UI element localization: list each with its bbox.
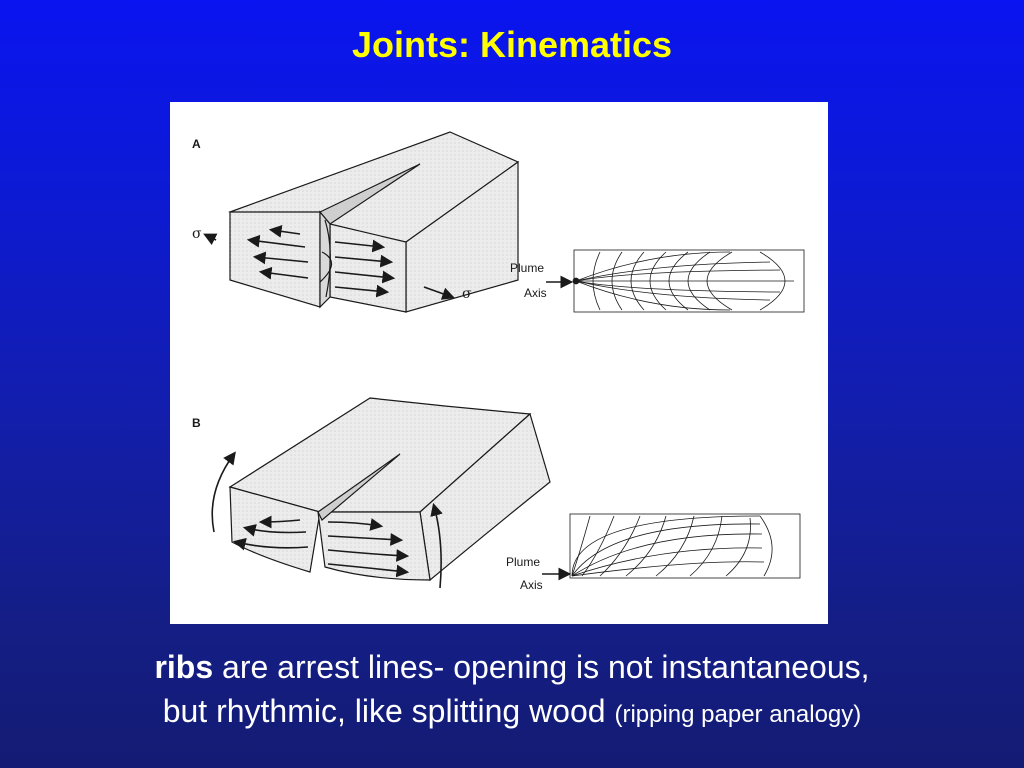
slide-caption: ribs are arrest lines- opening is not in…: [0, 645, 1024, 737]
plume-pattern-a: [572, 249, 805, 313]
caption-line-2-text: but rhythmic, like splitting wood: [162, 693, 615, 729]
panel-b-block: [228, 397, 551, 582]
axis-label-b: Axis: [520, 578, 543, 592]
figure-svg: A σ: [192, 131, 805, 592]
plume-label-b: Plume: [506, 555, 540, 569]
panel-a-arrows: [203, 225, 456, 300]
joint-kinematics-figure: A σ: [170, 102, 828, 624]
caption-line-1-text: are arrest lines- opening is not instant…: [213, 649, 870, 685]
sigma-right-label: σ: [462, 286, 472, 302]
plume-label-a: Plume: [510, 261, 544, 275]
panel-b-label: B: [192, 416, 201, 430]
plume-pattern-b: [569, 513, 801, 579]
panel-a-block: [228, 131, 520, 313]
caption-line-2: but rhythmic, like splitting wood (rippi…: [0, 689, 1024, 737]
axis-label-a: Axis: [524, 286, 547, 300]
caption-bold-term: ribs: [154, 649, 214, 685]
caption-parenthetical: (ripping paper analogy): [614, 701, 862, 728]
panel-b-arrows: [211, 451, 443, 589]
caption-line-1: ribs are arrest lines- opening is not in…: [0, 645, 1024, 689]
sigma-left-label: σ: [192, 226, 202, 242]
panel-a-label: A: [192, 137, 201, 151]
slide-title: Joints: Kinematics: [351, 24, 673, 65]
